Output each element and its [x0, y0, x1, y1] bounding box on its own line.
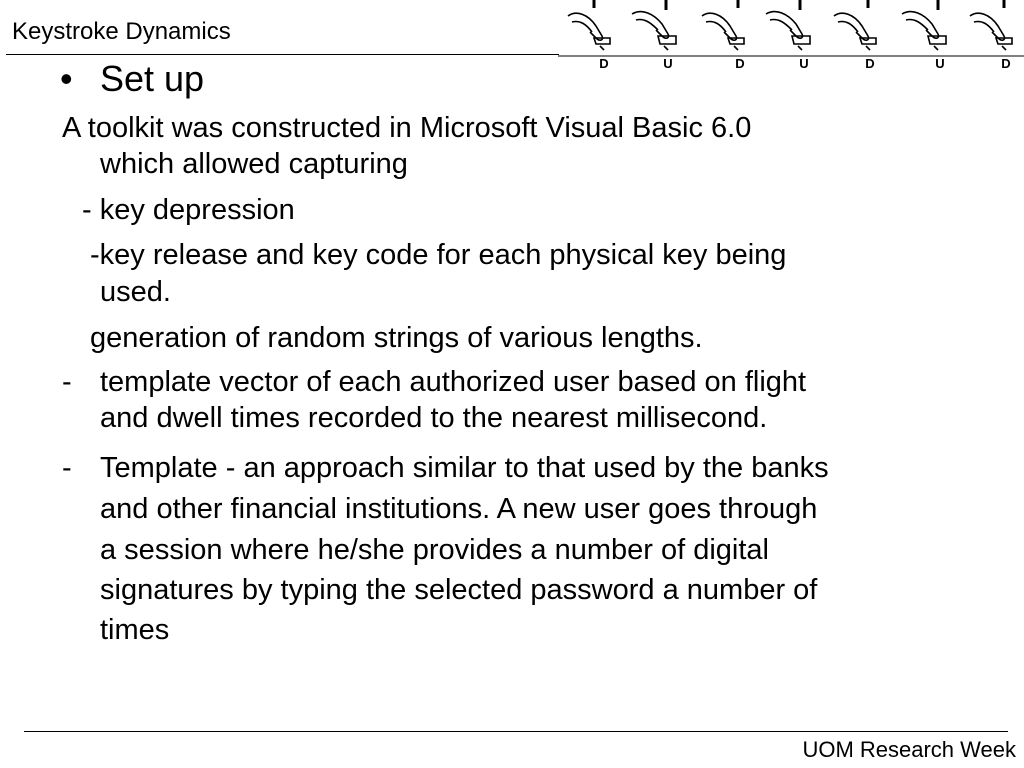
hand-icon-7: [969, 12, 1013, 51]
capture-item-key-release-line-1: -key release and key code for each physi…: [90, 239, 787, 271]
typing-hands-graphic: D U D U D U D: [558, 0, 1024, 70]
template-approach-line-3: a session where he/she provides a number…: [100, 534, 769, 566]
template-approach-line-4: signatures by typing the selected passwo…: [100, 574, 818, 606]
hand-icon-4: [765, 10, 811, 51]
hand-icon-5: [833, 12, 877, 51]
dash-marker: -: [62, 366, 72, 398]
template-approach-line-2: and other financial institutions. A new …: [100, 493, 818, 525]
hand-icon-6: [901, 10, 947, 51]
capture-item-random-strings: generation of random strings of various …: [90, 322, 703, 354]
key-label-d: D: [735, 56, 744, 70]
capture-item-key-release-line-2: used.: [100, 276, 171, 308]
key-label-d: D: [1001, 56, 1010, 70]
footer-label: UOM Research Week: [802, 737, 1016, 762]
hand-icon-3: [701, 12, 745, 51]
template-vector-line-2: and dwell times recorded to the nearest …: [100, 402, 768, 434]
template-approach-line-1: Template - an approach similar to that u…: [100, 452, 829, 484]
key-label-u: U: [935, 56, 944, 70]
key-label-u: U: [663, 56, 672, 70]
typing-hands-strip-icon: D U D U D U D: [558, 0, 1024, 70]
capture-item-key-depression: - key depression: [82, 194, 295, 226]
template-approach-line-5: times: [100, 614, 170, 646]
key-label-d: D: [599, 56, 608, 70]
bullet-marker: •: [60, 58, 73, 99]
section-heading: Set up: [100, 58, 205, 99]
hand-icon-2: [631, 10, 677, 51]
intro-text-line-2: which allowed capturing: [100, 148, 408, 180]
slide-title: Keystroke Dynamics: [12, 18, 231, 45]
intro-text-line-1: A toolkit was constructed in Microsoft V…: [62, 112, 752, 144]
key-label-u: U: [799, 56, 808, 70]
template-vector-line-1: template vector of each authorized user …: [100, 366, 807, 398]
dash-marker: -: [62, 452, 72, 484]
hand-icon-1: [567, 12, 611, 51]
key-label-d: D: [865, 56, 874, 70]
footer-divider: [24, 731, 1008, 732]
header-divider: [6, 54, 559, 55]
